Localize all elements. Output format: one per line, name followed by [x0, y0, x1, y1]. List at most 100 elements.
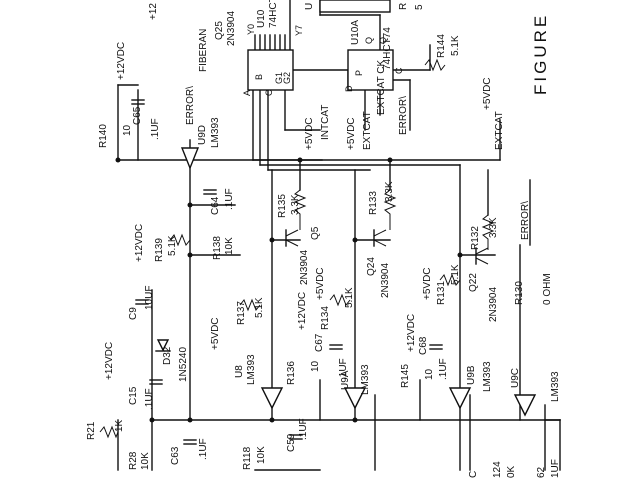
chip-u10-pin: G2: [282, 72, 292, 84]
transistor-q22-part: 2N3904: [488, 287, 499, 322]
signal-error: ERROR\: [398, 96, 409, 135]
opamp-u8: [260, 387, 284, 410]
supply-label: +5VDC: [482, 77, 493, 110]
resistor-r118-value: 10K: [256, 446, 267, 464]
chip-u9d-ref: U9D: [197, 125, 208, 145]
resistor-r137-value: 5.1K: [254, 297, 265, 318]
transistor-q22-collector: [475, 247, 489, 255]
chip-u10-ref: U10: [256, 9, 267, 28]
resistor-r138-ref: R138: [212, 236, 223, 260]
signal-intcat: INTCAT: [320, 105, 331, 140]
resistor-r144-symbol: [424, 58, 446, 72]
signal-extcat-in: EXTCAT: [494, 111, 505, 150]
junction-dot: [149, 417, 155, 423]
transistor-q5-emitter: [285, 239, 299, 247]
chip-u10a-part: 74HCT74: [382, 27, 393, 70]
supply-label: +5VDC: [422, 267, 433, 300]
diode-d32-symbol: [155, 339, 171, 352]
chip-u10-body: [247, 49, 294, 91]
junction-dot: [187, 252, 193, 258]
resistor-r132-symbol: [481, 214, 495, 250]
transistor-q5-ref: Q5: [310, 226, 321, 240]
opamp-symbols: [180, 147, 537, 417]
transistor-q24-collector: [373, 229, 387, 237]
signal-error: ERROR\: [520, 201, 531, 240]
diode-d32-ref: D32: [162, 346, 173, 365]
signal-fiberan: FIBERAN: [198, 29, 209, 72]
chip-u10-part: 74HCT: [268, 0, 279, 28]
figure-title: FIGURE: [531, 13, 550, 95]
resistor-r139-symbol: [169, 233, 191, 247]
resistor-r21-ref: R21: [86, 421, 97, 440]
diode-triangle: [156, 339, 170, 352]
resistor-r133-symbol: [383, 189, 397, 230]
capacitor-c65-value: .1UF: [150, 118, 161, 140]
transistor-q5-collector: [285, 229, 299, 237]
supply-label: +12VDC: [134, 224, 145, 262]
capacitor-c9-ref: C9: [128, 307, 139, 320]
chip-u10a-body: [347, 49, 394, 91]
capacitor-c64-value: .1UF: [224, 188, 235, 210]
opamp-u9b: [448, 387, 472, 410]
resistor-r136-value: 10: [310, 360, 321, 372]
chip-u8-ref: U8: [234, 365, 245, 378]
transistor-q24-part: 2N3904: [380, 263, 391, 298]
resistor-r118-ref: R118: [242, 446, 253, 470]
resistor-r28-value: 10K: [140, 452, 151, 470]
resistor-symbols: [99, 58, 495, 439]
signal-error: ERROR\: [185, 86, 196, 125]
capacitor-c15-ref: C15: [128, 386, 139, 405]
junction-dot: [115, 157, 121, 163]
opamp-u9a: [343, 387, 367, 410]
resistor-r130-value: 0 OHM: [542, 273, 553, 305]
resistor-r135-ref: R135: [277, 194, 288, 218]
resistor-r144-ref: R144: [436, 34, 447, 58]
chip-u9d-part: LM393: [210, 117, 221, 148]
capacitor-c68-ref: C68: [418, 336, 429, 355]
capacitor-c15-value: .1UF: [144, 388, 155, 410]
chip-u9a-ref: U9A: [340, 370, 351, 390]
resistor-r139-value: 5.1K: [167, 235, 178, 256]
junction-dot: [352, 237, 358, 243]
supply-label: +12VDC: [406, 314, 417, 352]
junction-dot: [269, 237, 275, 243]
capacitor-c63-ref: C63: [170, 446, 181, 465]
resistor-r133-value: 3.3K: [384, 181, 395, 202]
capacitor-c9-value: 10UF: [144, 286, 155, 310]
supply-label: +5VDC: [315, 267, 326, 300]
supply-label: +12VDC: [116, 42, 127, 80]
capacitor-c67-ref: C67: [314, 333, 325, 352]
resistor-r140-ref: R140: [98, 124, 109, 148]
signal-extcat: EXTCAT: [362, 111, 373, 150]
chip-u10-pin: Y7: [294, 25, 304, 36]
chip-u8-part: LM393: [246, 354, 257, 385]
resistor-r132-ref: R132: [470, 226, 481, 250]
resistor-r136-ref: R136: [286, 361, 297, 385]
capacitor-c64-ref: C64: [210, 196, 221, 215]
resistor-r130-ref: R130: [514, 281, 525, 305]
chip-u9c-ref: U9C: [510, 368, 521, 388]
diode-d32-part: 1N5240: [178, 347, 189, 382]
transistor-q24-ref: Q24: [366, 257, 377, 276]
junction-dot: [387, 157, 393, 163]
resistor-r131-ref: R131: [436, 281, 447, 305]
transistor-q22-ref: Q22: [468, 273, 479, 292]
chip-u9b-part: LM393: [482, 361, 493, 392]
chip-u10a-pin: P: [354, 70, 364, 76]
junction-dot: [269, 417, 275, 423]
chip-u10a-pin: C: [394, 67, 404, 74]
resistor-r132-value: 3.3K: [488, 217, 499, 238]
supply-label: +5VDC: [346, 117, 357, 150]
capacitor-c63-value: .1UF: [198, 438, 209, 460]
supply-label: +12VDC: [104, 342, 115, 380]
resistor-r21-value: 1K: [114, 419, 125, 432]
resistor-r137-symbol: [239, 298, 261, 312]
resistor-r135-symbol: [293, 189, 307, 230]
chip-u9a-part: LM393: [360, 364, 371, 395]
transistor-q5-part: 2N3904: [299, 250, 310, 285]
chip-u9b-ref: U9B: [466, 365, 477, 385]
resistor-r5-value: 5: [414, 4, 425, 10]
resistor-r140-value: 10: [122, 124, 133, 136]
